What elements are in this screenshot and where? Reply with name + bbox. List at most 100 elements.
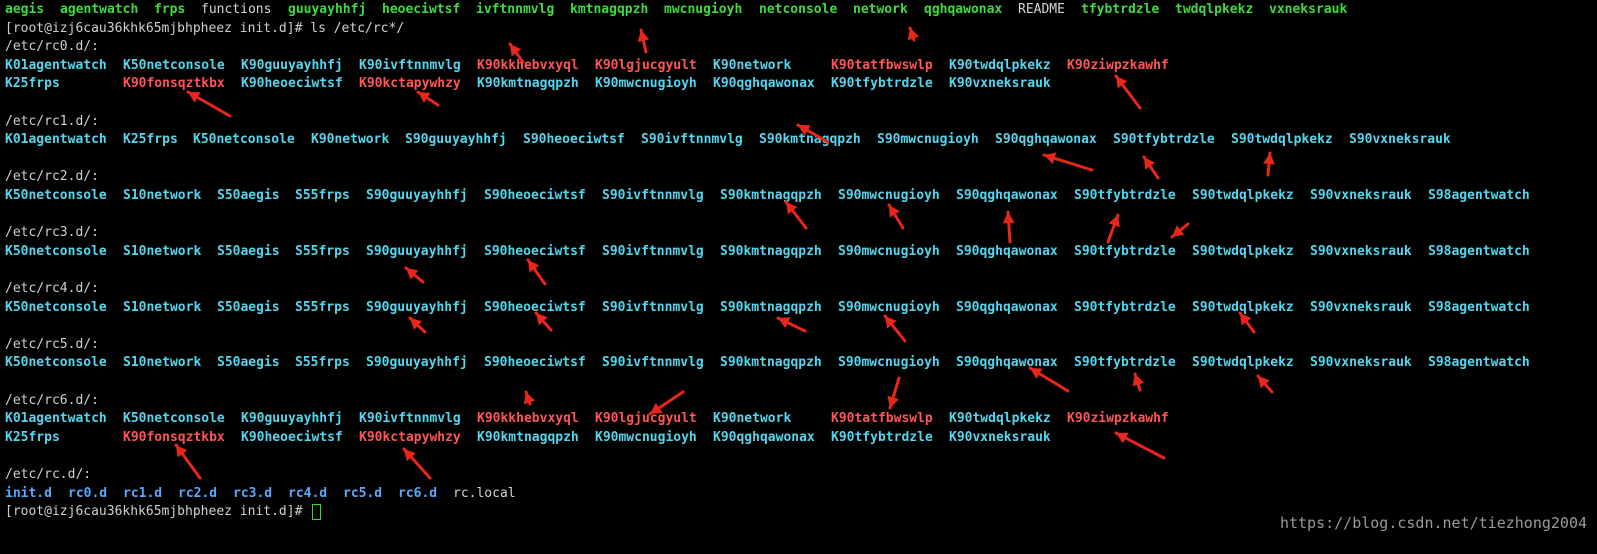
file-entry: S50aegis: [217, 243, 280, 259]
file-entry: S90ivftnnmvlg: [602, 299, 704, 315]
file-entry: S90mwcnugioyh: [877, 132, 979, 148]
file-entry: S90ivftnnmvlg: [602, 188, 704, 203]
directory-header: /etc/rc3.d/:: [5, 225, 99, 241]
file-entry: K90mwcnugioyh: [595, 429, 697, 445]
file-entry: S98agentwatch: [1428, 355, 1530, 371]
file-entry: K90lgjucgyult: [595, 411, 697, 427]
file-entry: K90qghqawonax: [713, 429, 815, 445]
file-entry: K25frps: [5, 429, 60, 445]
file-entry: K90heoeciwtsf: [241, 429, 343, 445]
file-entry: S90mwcnugioyh: [838, 299, 940, 315]
file-entry: S90heoeciwtsf: [484, 243, 586, 259]
file-entry: rc5.d: [343, 485, 383, 501]
file-entry: S10network: [123, 243, 202, 259]
file-entry: S90twdqlpkekz: [1192, 355, 1294, 371]
file-entry: agentwatch: [60, 2, 139, 17]
file-entry: K90tfybtrdzle: [831, 429, 933, 445]
file-entry: K01agentwatch: [5, 57, 107, 73]
file-entry: tfybtrdzle: [1081, 2, 1160, 17]
file-entry: S90tfybtrdzle: [1074, 299, 1176, 315]
file-entry: rc2.d: [178, 485, 218, 501]
file-entry: S90heoeciwtsf: [484, 188, 586, 203]
watermark: https://blog.csdn.net/tiezhong2004: [1279, 514, 1587, 532]
file-entry: S98agentwatch: [1428, 188, 1530, 203]
file-entry: S90kmtnagqpzh: [720, 243, 822, 259]
file-entry: rc4.d: [288, 485, 328, 501]
file-entry: qghqawonax: [924, 2, 1003, 17]
file-entry: S90twdqlpkekz: [1192, 188, 1294, 203]
file-entry: K90kctapywhzy: [359, 429, 461, 445]
file-entry: S90kmtnagqpzh: [720, 188, 822, 203]
file-entry: S90guuyayhhfj: [366, 355, 468, 371]
file-entry: S55frps: [295, 355, 350, 371]
file-entry: K90tatfbwswlp: [831, 57, 933, 73]
directory-header: /etc/rc1.d/:: [5, 113, 99, 129]
file-entry: S55frps: [295, 243, 350, 259]
file-entry: heoeciwtsf: [382, 2, 461, 17]
file-entry: S90mwcnugioyh: [838, 355, 940, 371]
file-entry: netconsole: [759, 2, 838, 17]
file-entry: K90network: [713, 57, 792, 73]
file-entry: K90qghqawonax: [713, 76, 815, 92]
file-entry: K90ivftnnmvlg: [359, 57, 461, 73]
file-entry: S90qghqawonax: [995, 132, 1097, 148]
file-entry: K50netconsole: [123, 57, 225, 73]
file-entry: K90kmtnagqpzh: [477, 429, 579, 445]
directory-header: /etc/rc4.d/:: [5, 281, 99, 296]
file-entry: S90vxneksrauk: [1310, 299, 1412, 315]
file-entry: S90tfybtrdzle: [1074, 243, 1176, 259]
file-entry: rc3.d: [233, 485, 273, 501]
file-entry: K90fonsqztkbx: [123, 76, 225, 92]
file-entry: S90guuyayhhfj: [366, 243, 468, 259]
file-entry: K90ivftnnmvlg: [359, 411, 461, 427]
file-entry: rc0.d: [68, 485, 108, 501]
file-entry: aegis: [5, 2, 45, 17]
file-entry: S90twdqlpkekz: [1192, 243, 1294, 259]
file-entry: S90guuyayhhfj: [366, 188, 468, 203]
file-entry: K90network: [311, 132, 390, 148]
file-entry: S90ivftnnmvlg: [641, 132, 743, 148]
file-entry: K25frps: [123, 132, 178, 148]
file-entry: S90mwcnugioyh: [838, 188, 940, 203]
directory-header: /etc/rc6.d/:: [5, 392, 99, 408]
file-entry: S90kmtnagqpzh: [759, 132, 861, 148]
file-entry: K50netconsole: [123, 411, 225, 427]
text-cursor[interactable]: [312, 504, 321, 521]
file-entry: S98agentwatch: [1428, 299, 1530, 315]
file-entry: S90ivftnnmvlg: [602, 243, 704, 259]
file-entry: K90kkhebvxyql: [477, 411, 579, 427]
file-entry: S90kmtnagqpzh: [720, 355, 822, 371]
file-entry: twdqlpkekz: [1175, 2, 1254, 17]
file-entry: S90tfybtrdzle: [1113, 132, 1215, 148]
file-entry: S90vxneksrauk: [1310, 355, 1412, 371]
file-entry: S90qghqawonax: [956, 188, 1058, 203]
file-entry: K50netconsole: [5, 299, 107, 315]
file-entry: README: [1018, 2, 1065, 17]
file-entry: K90network: [713, 411, 792, 427]
file-entry: S90heoeciwtsf: [484, 355, 586, 371]
file-entry: S10network: [123, 188, 202, 203]
file-entry: S98agentwatch: [1428, 243, 1530, 259]
file-entry: K90tfybtrdzle: [831, 76, 933, 92]
file-entry: K90mwcnugioyh: [595, 76, 697, 92]
file-entry: K50netconsole: [193, 132, 295, 148]
file-entry: S90kmtnagqpzh: [720, 299, 822, 315]
directory-header: /etc/rc.d/:: [5, 467, 92, 482]
file-entry: S90vxneksrauk: [1349, 132, 1451, 148]
file-entry: S90qghqawonax: [956, 299, 1058, 315]
file-entry: S90tfybtrdzle: [1074, 188, 1176, 203]
file-entry: rc.local: [453, 485, 516, 501]
directory-header: /etc/rc5.d/:: [5, 336, 99, 352]
file-entry: K90kmtnagqpzh: [477, 76, 579, 92]
file-entry: K90ziwpzkawhf: [1067, 411, 1169, 427]
file-entry: K90vxneksrauk: [949, 76, 1051, 92]
file-entry: S90qghqawonax: [956, 243, 1058, 259]
file-entry: S90heoeciwtsf: [484, 299, 586, 315]
file-entry: S90ivftnnmvlg: [602, 355, 704, 371]
file-entry: S90twdqlpkekz: [1192, 299, 1294, 315]
file-entry: S90guuyayhhfj: [366, 299, 468, 315]
file-entry: functions: [201, 2, 272, 17]
file-entry: S90mwcnugioyh: [838, 243, 940, 259]
file-entry: K50netconsole: [5, 355, 107, 371]
